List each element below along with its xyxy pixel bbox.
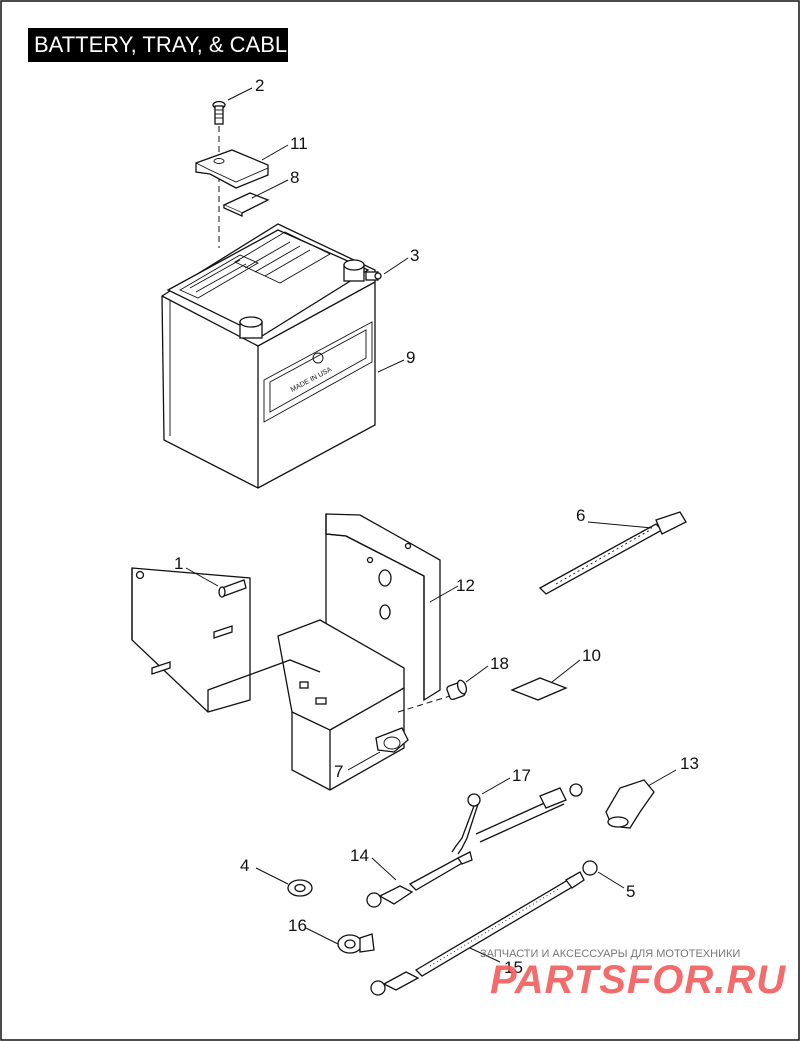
part-6-strap (538, 511, 687, 595)
part-9-battery (161, 223, 376, 489)
leader-lines (185, 87, 677, 963)
callout-7: 7 (334, 762, 344, 781)
callout-9: 9 (406, 348, 416, 367)
callout-2: 2 (255, 76, 265, 95)
part-18-spacer (446, 679, 468, 701)
part-8-pad (222, 192, 270, 214)
watermark-caption: ЗАПЧАСТИ И АКСЕССУАРЫ ДЛЯ МОТОТЕХНИКИ (480, 948, 741, 960)
part-10-pad (510, 677, 568, 701)
callout-3: 3 (410, 246, 420, 265)
callout-16: 16 (288, 916, 307, 935)
callout-8: 8 (290, 168, 300, 187)
part-11-bracket (195, 149, 269, 189)
diagram-title: BATTERY, TRAY, & CABLES (28, 28, 288, 62)
part-16-boot (337, 933, 375, 954)
callout-12: 12 (456, 576, 475, 595)
part-13-boot (605, 779, 655, 829)
part-2-screw (212, 100, 226, 125)
callout-17: 17 (512, 766, 531, 785)
callout-1: 1 (174, 554, 184, 573)
part-17-cable (451, 783, 583, 855)
callout-11: 11 (290, 134, 308, 153)
part-15-cable (370, 860, 598, 996)
part-12-tray (131, 513, 441, 791)
assembly-line-18 (397, 695, 451, 713)
callout-13: 13 (680, 754, 699, 773)
callout-14: 14 (350, 846, 369, 865)
callout-5: 5 (626, 882, 636, 901)
part-3-bolt (365, 271, 382, 281)
callout-18: 18 (490, 654, 509, 673)
part-14-cable (366, 851, 473, 908)
part-4-washer (287, 879, 313, 897)
callout-15: 15 (504, 958, 523, 977)
callout-10: 10 (582, 646, 601, 665)
part-7-clip (375, 727, 409, 753)
callout-4: 4 (240, 856, 250, 875)
callout-6: 6 (576, 506, 586, 525)
watermark-logo: PARTSFOR.RU (490, 958, 787, 1002)
part-1-screw (218, 579, 247, 598)
